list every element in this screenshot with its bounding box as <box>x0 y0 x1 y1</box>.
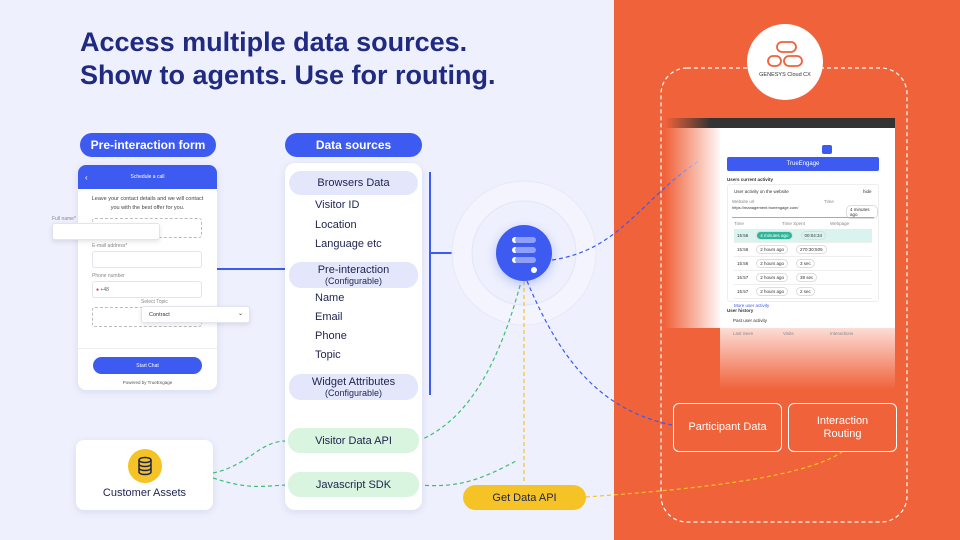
pre-interaction-form-card: ‹ Schedule a call Leave your contact det… <box>78 165 217 390</box>
get-data-api-pill: Get Data API <box>463 485 586 510</box>
pre-interaction-form-pill: Pre-interaction form <box>80 133 216 157</box>
phone-label: Phone number <box>92 273 125 279</box>
chevron-down-icon: ⌄ <box>237 311 243 317</box>
section-pre-interaction: Pre-interaction(Configurable) <box>289 262 418 288</box>
topic-select[interactable]: Contract ⌄ <box>141 306 250 323</box>
topic-label: Select Topic <box>141 299 168 305</box>
database-icon <box>128 449 162 483</box>
title-line-1: Access multiple data sources. <box>80 27 468 57</box>
item-visitor-id: Visitor ID <box>315 199 360 211</box>
form-header: Schedule a call <box>130 174 165 180</box>
data-sources-pill: Data sources <box>285 133 422 157</box>
hub-icon <box>496 225 552 281</box>
item-email: Email <box>315 311 343 323</box>
phone-prefix[interactable]: +48 <box>100 287 109 293</box>
item-topic: Topic <box>315 349 341 361</box>
full-name-field[interactable] <box>52 223 160 240</box>
topic-value: Contract <box>149 312 170 318</box>
section-browsers-data: Browsers Data <box>289 171 418 195</box>
javascript-sdk-pill: Javascript SDK <box>288 472 419 497</box>
item-language: Language etc <box>315 238 382 250</box>
email-field[interactable] <box>92 251 202 268</box>
genesys-dashed-frame <box>660 67 908 523</box>
customer-assets-label: Customer Assets <box>102 487 187 499</box>
full-name-label: Full name* <box>52 216 76 222</box>
data-sources-card: Browsers Data Visitor ID Location Langua… <box>285 163 422 510</box>
form-intro: Leave your contact details and we will c… <box>91 196 204 211</box>
agent-desktop-screenshot: TrueEngage Users current activity User a… <box>665 118 895 390</box>
genesys-logo-icon <box>767 41 803 67</box>
participant-data-box: Participant Data <box>673 403 782 452</box>
interaction-routing-box: Interaction Routing <box>788 403 897 452</box>
genesys-logo: GENESYS Cloud CX <box>747 24 823 100</box>
powered-by: Powered by TrueEngage <box>122 380 173 385</box>
title-line-2: Show to agents. Use for routing. <box>80 60 496 90</box>
back-icon[interactable]: ‹ <box>85 172 88 182</box>
email-label: E-mail address* <box>92 243 128 249</box>
item-location: Location <box>315 219 357 231</box>
customer-assets-card: Customer Assets <box>76 440 213 510</box>
trueengage-banner: TrueEngage <box>727 157 879 171</box>
start-chat-button[interactable]: Start Chat <box>93 357 202 374</box>
visitor-data-api-pill: Visitor Data API <box>288 428 419 453</box>
phone-field[interactable]: ● +48 <box>92 281 202 298</box>
item-name: Name <box>315 292 345 304</box>
item-phone: Phone <box>315 330 347 342</box>
page-title: Access multiple data sources. Show to ag… <box>80 26 496 92</box>
section-widget-attributes: Widget Attributes(Configurable) <box>289 374 418 400</box>
